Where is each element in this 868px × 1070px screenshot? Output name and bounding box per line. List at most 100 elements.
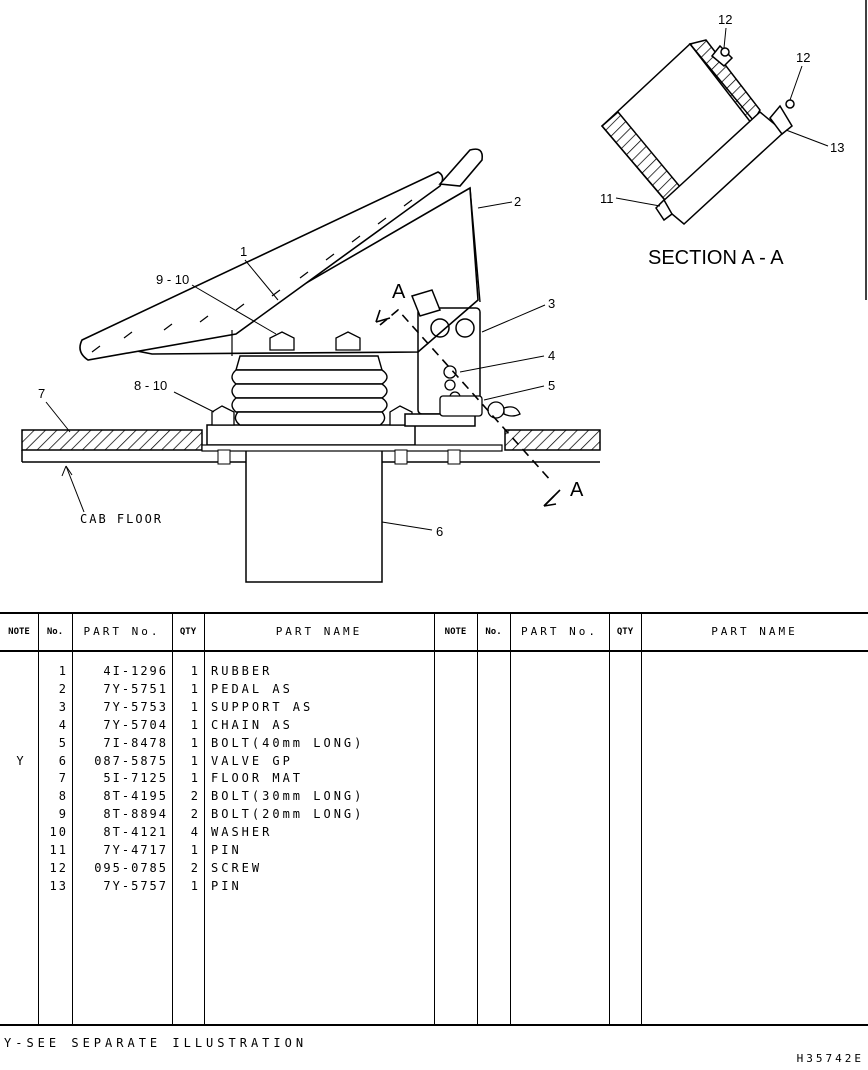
col-divider bbox=[204, 614, 205, 1024]
row-part-number: 7I-8478 bbox=[103, 735, 168, 750]
header-no-2: No. bbox=[485, 627, 502, 637]
callout-2: 2 bbox=[514, 194, 521, 209]
row-part-name: RUBBER bbox=[211, 664, 273, 678]
parts-list-table: NOTE No. PART No. QTY PART NAME NOTE No.… bbox=[0, 612, 868, 1026]
base-plate bbox=[201, 424, 503, 465]
row-part-number: 7Y-5704 bbox=[103, 717, 168, 732]
callout-13: 13 bbox=[830, 140, 844, 155]
table-row: 5 7I-8478 1 BOLT(40mm LONG) bbox=[0, 734, 868, 752]
header-part-name-2: PART NAME bbox=[711, 625, 798, 638]
header-note-2: NOTE bbox=[444, 627, 467, 637]
pedal-assembly bbox=[79, 148, 484, 361]
header-part-name: PART NAME bbox=[275, 625, 363, 638]
row-part-number: 8T-4121 bbox=[103, 825, 168, 840]
row-part-name: BOLT(40mm LONG) bbox=[211, 735, 365, 750]
callout-3: 3 bbox=[548, 296, 555, 311]
support-assembly bbox=[404, 289, 481, 427]
row-qty: 1 bbox=[190, 735, 198, 750]
section-marker-top: A bbox=[392, 281, 406, 303]
table-row: 1 4I-1296 1 RUBBER bbox=[0, 662, 868, 680]
col-divider bbox=[72, 614, 73, 1024]
row-qty: 2 bbox=[190, 807, 198, 822]
callout-leaders bbox=[45, 27, 829, 531]
row-qty: 1 bbox=[190, 664, 198, 678]
row-qty: 1 bbox=[190, 681, 198, 696]
row-part-number: 5I-7125 bbox=[103, 771, 168, 786]
row-number: 13 bbox=[49, 878, 68, 893]
row-qty: 2 bbox=[190, 789, 198, 804]
row-part-number: 4I-1296 bbox=[103, 664, 168, 678]
col-divider bbox=[172, 614, 173, 1024]
callout-1: 1 bbox=[240, 244, 247, 259]
table-row: 7 5I-7125 1 FLOOR MAT bbox=[0, 769, 868, 787]
header-no: No. bbox=[46, 627, 64, 637]
row-number: 7 bbox=[58, 771, 68, 786]
table-row: 4 7Y-5704 1 CHAIN AS bbox=[0, 716, 868, 734]
row-number: 9 bbox=[58, 807, 68, 822]
row-number: 1 bbox=[58, 664, 68, 678]
row-number: 11 bbox=[49, 843, 68, 857]
header-qty: QTY bbox=[179, 627, 197, 637]
row-number: 12 bbox=[49, 860, 68, 875]
row-part-number: 087-5875 bbox=[94, 753, 168, 768]
row-qty: 1 bbox=[190, 699, 198, 714]
row-number: 2 bbox=[58, 681, 68, 696]
row-part-number: 8T-8894 bbox=[103, 807, 168, 822]
row-qty: 4 bbox=[190, 825, 198, 840]
bolt-9-10 bbox=[269, 331, 361, 351]
row-part-number: 7Y-5753 bbox=[103, 699, 168, 714]
row-part-name: VALVE GP bbox=[211, 753, 293, 768]
callout-11: 11 bbox=[600, 191, 614, 206]
row-part-name: PIN bbox=[211, 843, 242, 857]
row-qty: 1 bbox=[190, 771, 198, 786]
row-qty: 1 bbox=[190, 878, 198, 893]
cab-floor-label: CAB FLOOR bbox=[80, 512, 163, 526]
callout-4: 4 bbox=[548, 348, 555, 363]
callout-6: 6 bbox=[436, 524, 443, 539]
row-number: 3 bbox=[58, 699, 68, 714]
row-number: 10 bbox=[49, 825, 68, 840]
col-divider bbox=[434, 614, 435, 1024]
row-part-number: 8T-4195 bbox=[103, 789, 168, 804]
row-note: Y bbox=[16, 753, 24, 768]
row-number: 5 bbox=[58, 735, 68, 750]
col-divider bbox=[510, 614, 511, 1024]
document-id: H35742E bbox=[796, 1052, 864, 1065]
chain-and-bolt bbox=[439, 365, 521, 419]
callout-12-top: 12 bbox=[718, 12, 732, 27]
footnote: Y-SEE SEPARATE ILLUSTRATION bbox=[4, 1036, 308, 1050]
col-divider bbox=[38, 614, 39, 1024]
table-row: 3 7Y-5753 1 SUPPORT AS bbox=[0, 698, 868, 716]
row-part-name: BOLT(20mm LONG) bbox=[211, 807, 365, 822]
callout-8-10: 8 - 10 bbox=[134, 378, 167, 393]
header-note: NOTE bbox=[8, 627, 30, 637]
row-qty: 1 bbox=[190, 717, 198, 732]
col-divider bbox=[641, 614, 642, 1024]
section-marker-bottom: A bbox=[570, 479, 584, 501]
callout-12-right: 12 bbox=[796, 50, 810, 65]
row-part-name: FLOOR MAT bbox=[211, 771, 304, 786]
row-number: 4 bbox=[58, 717, 68, 732]
table-row: 9 8T-8894 2 BOLT(20mm LONG) bbox=[0, 805, 868, 823]
row-qty: 1 bbox=[190, 753, 198, 768]
callout-9-10: 9 - 10 bbox=[156, 272, 189, 287]
row-part-name: SUPPORT AS bbox=[211, 699, 314, 714]
row-part-number: 7Y-5751 bbox=[103, 681, 168, 696]
row-part-name: PEDAL AS bbox=[211, 681, 293, 696]
row-part-name: SCREW bbox=[211, 860, 263, 875]
row-part-name: CHAIN AS bbox=[211, 717, 293, 732]
header-qty-2: QTY bbox=[616, 627, 634, 637]
header-rule bbox=[0, 650, 868, 652]
row-qty: 1 bbox=[190, 843, 198, 857]
section-title: SECTION A - A bbox=[648, 247, 784, 269]
exploded-view-illustration: A A SECTION A - A 1 2 3 4 5 6 7 8 - bbox=[21, 0, 867, 583]
valve-body bbox=[245, 449, 383, 583]
table-row: 2 7Y-5751 1 PEDAL AS bbox=[0, 680, 868, 698]
section-line-a-a bbox=[375, 308, 561, 507]
floor-mat bbox=[21, 429, 601, 463]
col-divider bbox=[477, 614, 478, 1024]
